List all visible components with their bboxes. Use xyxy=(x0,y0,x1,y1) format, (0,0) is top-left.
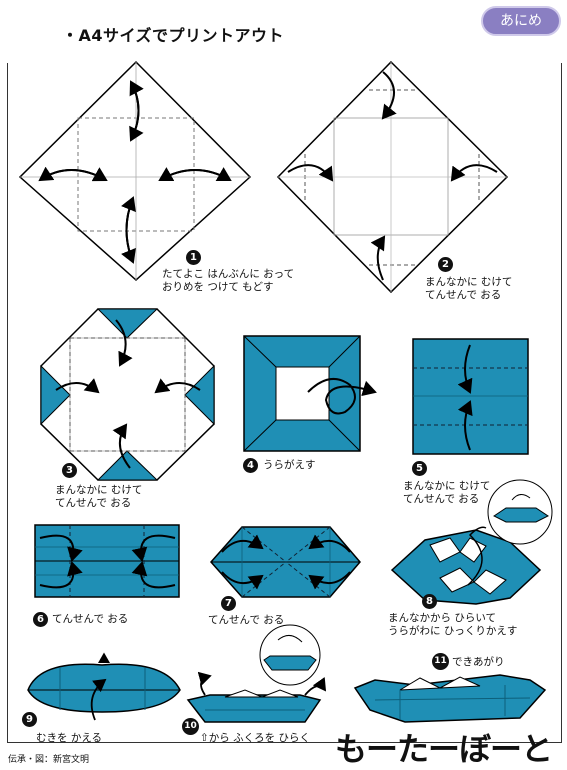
step1-text: たてよこ はんぶんに おって おりめを つけて もどす xyxy=(162,268,294,294)
anime-badge-button[interactable]: あにめ xyxy=(481,6,561,36)
step9-number: 9 xyxy=(22,712,37,727)
step2-text: まんなかに むけて てんせんで おる xyxy=(425,276,512,302)
frame-left xyxy=(7,63,8,743)
step8-number: 8 xyxy=(422,594,437,609)
step7-figure xyxy=(209,526,361,598)
page-header: ・A4サイズでプリントアウト xyxy=(62,26,285,45)
step10-figure xyxy=(186,624,327,723)
step1-line2: おりめを つけて もどす xyxy=(162,281,274,293)
step11-line1: できあがり xyxy=(452,656,505,668)
step1-number: 1 xyxy=(186,250,201,265)
step9-figure xyxy=(27,652,181,721)
step1-figure xyxy=(18,60,252,282)
step11-number: 11 xyxy=(432,653,449,670)
step7-line1: てんせんで おる xyxy=(208,614,285,626)
step5-line1: まんなかに むけて xyxy=(403,480,491,492)
step1-line1: たてよこ はんぶんに おって xyxy=(162,268,295,280)
step5-number: 5 xyxy=(412,461,427,476)
step4-line1: うらがえす xyxy=(263,459,316,471)
step6-number: 6 xyxy=(33,612,48,627)
step6-figure xyxy=(34,524,180,598)
step6-line1: てんせんで おる xyxy=(52,613,129,625)
step10-line1: ⇧から ふくろを ひらく xyxy=(200,732,310,744)
step7-number: 7 xyxy=(221,596,236,611)
step8-figure xyxy=(390,479,553,605)
step2-figure xyxy=(276,60,509,294)
step4-figure xyxy=(243,335,377,452)
credit-text: 伝承・図：新宮文明 xyxy=(8,755,90,765)
step2-line2: てんせんで おる xyxy=(425,289,502,301)
step8-line1: まんなかから ひらいて xyxy=(388,612,497,624)
step3-text: まんなかに むけて てんせんで おる xyxy=(55,484,142,510)
frame-bottom xyxy=(7,742,562,743)
step2-line1: まんなかに むけて xyxy=(425,276,513,288)
step3-number: 3 xyxy=(62,463,77,478)
step10-number: 10 xyxy=(182,718,199,735)
step11-figure xyxy=(353,674,547,723)
step5-figure xyxy=(412,338,529,455)
step2-number: 2 xyxy=(438,257,453,272)
step5-line2: てんせんで おる xyxy=(403,493,480,505)
step8-text: まんなかから ひらいて うらがわに ひっくりかえす xyxy=(388,612,517,638)
step3-figure xyxy=(40,308,215,481)
step5-text: まんなかに むけて てんせんで おる xyxy=(403,480,490,506)
step8-line2: うらがわに ひっくりかえす xyxy=(388,625,518,637)
step9-line1: むきを かえる xyxy=(36,732,103,744)
frame-right xyxy=(561,63,562,743)
model-title: もーたーぼーと xyxy=(335,730,553,768)
step4-number: 4 xyxy=(243,458,258,473)
step3-line2: てんせんで おる xyxy=(55,497,132,509)
step3-line1: まんなかに むけて xyxy=(55,484,143,496)
